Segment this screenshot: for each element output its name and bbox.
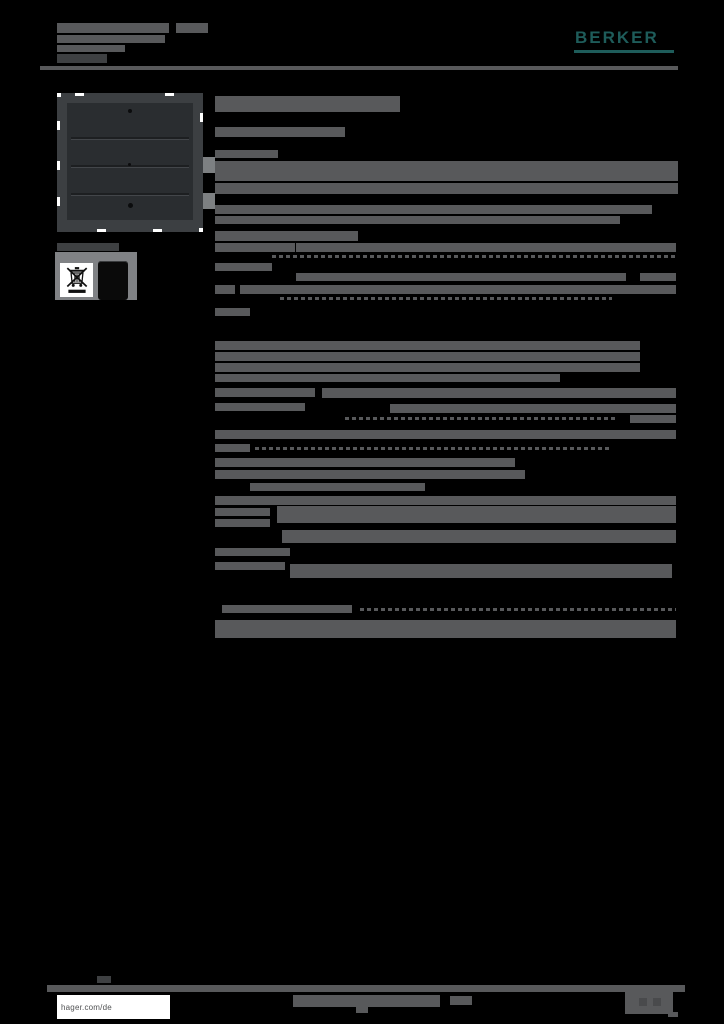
redacted-text-line [293, 995, 440, 1007]
weee-icon [60, 263, 93, 297]
clip-notch [75, 93, 84, 96]
redacted-text-line [215, 508, 270, 516]
clip-notch [57, 93, 61, 97]
mounting-claw [203, 157, 215, 173]
product-dot [128, 163, 131, 166]
product-groove [71, 137, 189, 140]
redacted-text-line [215, 205, 652, 214]
redacted-text-line [57, 243, 119, 251]
redacted-text-line [215, 231, 358, 241]
redacted-text-line [630, 415, 676, 423]
redacted-text-line [176, 23, 208, 33]
clip-notch [200, 113, 203, 122]
mounting-claw [203, 193, 215, 209]
redacted-text-line [215, 285, 235, 294]
redacted-text-line [97, 976, 111, 983]
header-rule [40, 66, 678, 70]
website-box: hager.com/de [57, 995, 170, 1019]
redacted-text-line [215, 363, 640, 372]
redacted-text-line [215, 388, 315, 397]
redacted-text-line [296, 273, 626, 281]
redacted-text-line [250, 483, 425, 491]
redacted-text-line [222, 605, 352, 613]
redacted-text-line [215, 374, 560, 382]
product-dot [128, 203, 133, 208]
redacted-text-line [282, 530, 676, 543]
dotted-leader-line [280, 297, 612, 300]
dotted-leader-line [345, 417, 615, 420]
redacted-text-line [215, 216, 620, 224]
product-image-front-panel [67, 103, 193, 220]
redacted-text-line [215, 444, 250, 452]
redacted-text-line [215, 150, 278, 158]
black-finish-swatch [98, 261, 128, 300]
redacted-text-line [215, 519, 270, 527]
redacted-text-line [390, 404, 676, 413]
redacted-text-line [215, 548, 290, 556]
redacted-text-line [215, 127, 345, 137]
redacted-text-line [57, 35, 165, 43]
redacted-text-line [215, 430, 676, 439]
redacted-text-line [215, 403, 305, 411]
redacted-text-line [356, 1007, 368, 1013]
clip-notch [97, 229, 106, 232]
redacted-text-line [215, 308, 250, 316]
redacted-text-line [215, 243, 295, 252]
clip-notch [57, 121, 60, 130]
redacted-text-line [215, 341, 640, 350]
product-groove [71, 165, 189, 168]
redacted-text-line [215, 183, 678, 194]
redacted-text-line [240, 285, 676, 294]
redacted-text-line [215, 562, 285, 570]
page-number-box [625, 992, 673, 1014]
redacted-text-line [296, 243, 676, 252]
product-dot [128, 109, 132, 113]
redacted-text-line [215, 161, 678, 181]
redacted-text-line [322, 388, 676, 398]
berker-logo: BERKER [575, 28, 659, 47]
clip-notch [57, 161, 60, 170]
redacted-text-line [57, 54, 107, 63]
logo-underline [574, 50, 674, 53]
redacted-text-line [450, 996, 472, 1005]
redacted-text-line [215, 470, 525, 479]
dotted-leader-line [360, 608, 676, 611]
footer-rule [47, 985, 685, 992]
redacted-text-line [215, 458, 515, 467]
clip-notch [153, 229, 162, 232]
redacted-text-line [215, 96, 400, 112]
dotted-leader-line [272, 255, 676, 258]
redacted-text-line [290, 564, 672, 578]
clip-notch [199, 228, 203, 232]
redacted-text-line [277, 506, 676, 523]
redacted-text-line [215, 620, 676, 638]
page-number-digit [639, 998, 647, 1006]
redacted-text-line [57, 23, 169, 33]
redacted-text-line [215, 263, 272, 271]
clip-notch [57, 197, 60, 206]
product-image [57, 93, 203, 232]
page-number-digit [653, 998, 661, 1006]
website-link: hager.com/de [61, 1002, 112, 1012]
clip-notch [165, 93, 174, 96]
redacted-text-line [640, 273, 676, 281]
redacted-text-line [215, 496, 676, 505]
symbols-panel [55, 252, 137, 300]
redacted-text-line [57, 45, 125, 52]
crossed-out-bin-glyph [66, 267, 87, 293]
product-groove [71, 193, 189, 196]
redacted-text-line [215, 352, 640, 361]
dotted-leader-line [255, 447, 610, 450]
page-number-box-tail [668, 1012, 678, 1017]
